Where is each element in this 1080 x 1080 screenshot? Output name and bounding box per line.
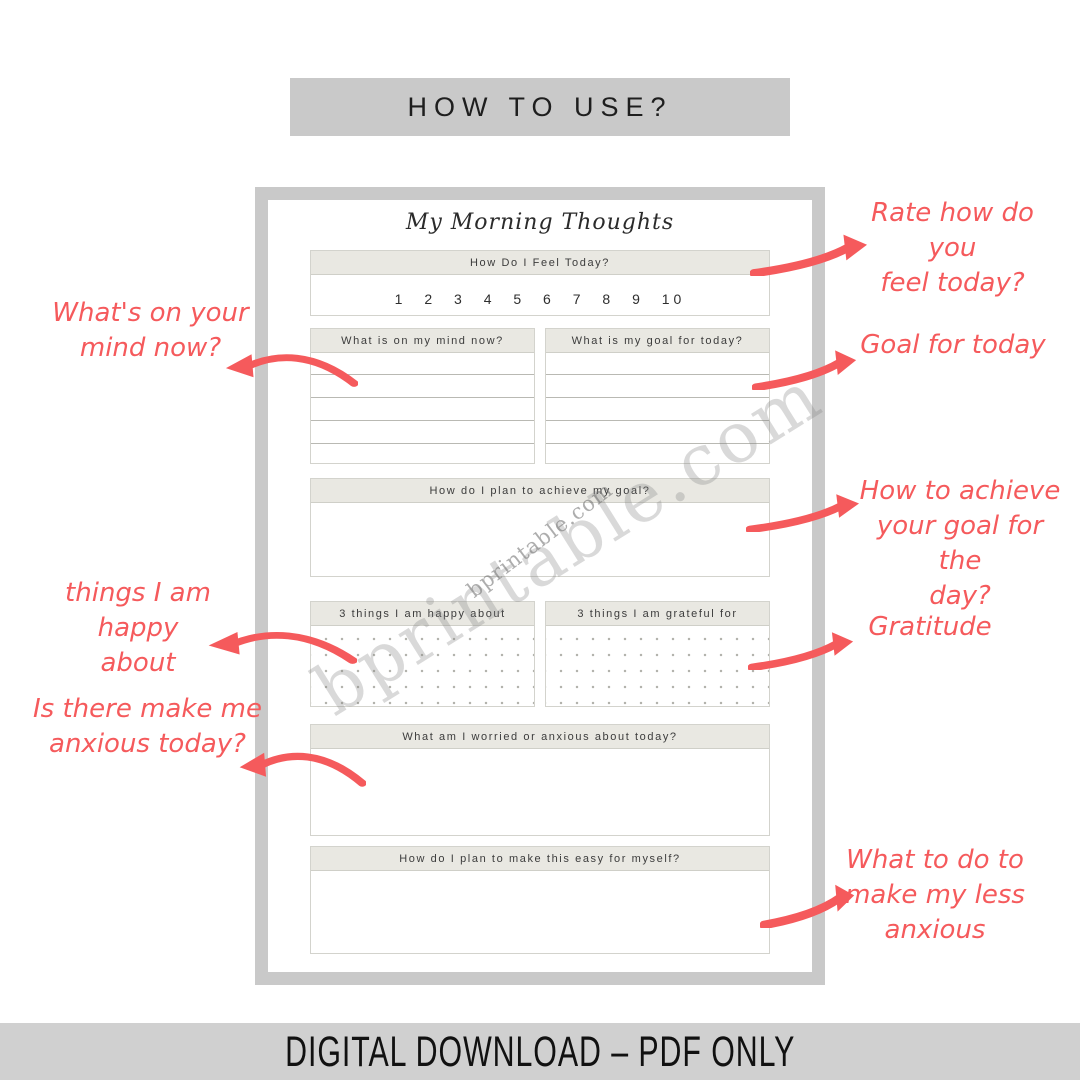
curved-arrow-mind-icon: [225, 354, 358, 387]
curved-arrow-achieve-icon: [746, 494, 860, 532]
planner-title: My Morning Thoughts: [405, 210, 675, 235]
curved-arrow-rate-icon: [750, 234, 868, 276]
section-happy: 3 things I am happy about: [310, 601, 535, 707]
section-feel-header: How Do I Feel Today?: [311, 251, 769, 275]
annotation-gratitude: Gratitude: [868, 612, 992, 642]
digital-download-banner: DIGITAL DOWNLOAD – PDF ONLY: [0, 1023, 1080, 1080]
curved-arrow-goal-icon: [752, 350, 857, 390]
annotation-happy: things I am happy about: [65, 578, 211, 679]
annotation-goal: Goal for today: [860, 330, 1046, 360]
section-goal: What is my goal for today?: [545, 328, 770, 464]
section-grateful-header: 3 things I am grateful for: [546, 602, 769, 626]
feel-rating-scale: 1 2 3 4 5 6 7 8 9 10: [394, 291, 686, 307]
section-easy-header: How do I plan to make this easy for myse…: [311, 847, 769, 871]
section-mind-header: What is on my mind now?: [311, 329, 534, 353]
section-happy-header: 3 things I am happy about: [311, 602, 534, 626]
curved-arrow-calm-icon: [760, 884, 855, 928]
section-achieve-header: How do I plan to achieve my goal?: [311, 479, 769, 503]
section-worried-header: What am I worried or anxious about today…: [311, 725, 769, 749]
annotation-anxious: Is there make me anxious today?: [33, 694, 262, 760]
digital-download-title: DIGITAL DOWNLOAD – PDF ONLY: [284, 1027, 796, 1075]
dot-grid: [546, 625, 769, 706]
section-worried: What am I worried or anxious about today…: [310, 724, 770, 836]
section-grateful: 3 things I am grateful for: [545, 601, 770, 707]
annotation-mind: What's on your mind now?: [52, 298, 249, 364]
ruled-lines: [311, 352, 534, 463]
ruled-lines: [546, 352, 769, 463]
section-mind: What is on my mind now?: [310, 328, 535, 464]
section-feel-today: How Do I Feel Today? 1 2 3 4 5 6 7 8 9 1…: [310, 250, 770, 316]
curved-arrow-anxious-icon: [239, 752, 366, 787]
curved-arrow-gratitude-icon: [748, 632, 854, 670]
section-goal-header: What is my goal for today?: [546, 329, 769, 353]
annotation-rate-feel: Rate how do you feel today?: [871, 198, 1034, 299]
section-easy: How do I plan to make this easy for myse…: [310, 846, 770, 954]
annotation-achieve: How to achieve your goal for the day?: [859, 476, 1061, 612]
how-to-use-banner: HOW TO USE?: [290, 78, 790, 136]
how-to-use-title: HOW TO USE?: [407, 91, 673, 122]
curved-arrow-happy-icon: [208, 632, 357, 664]
dot-grid: [311, 625, 534, 706]
annotation-calm: What to do to make my less anxious: [845, 845, 1025, 946]
